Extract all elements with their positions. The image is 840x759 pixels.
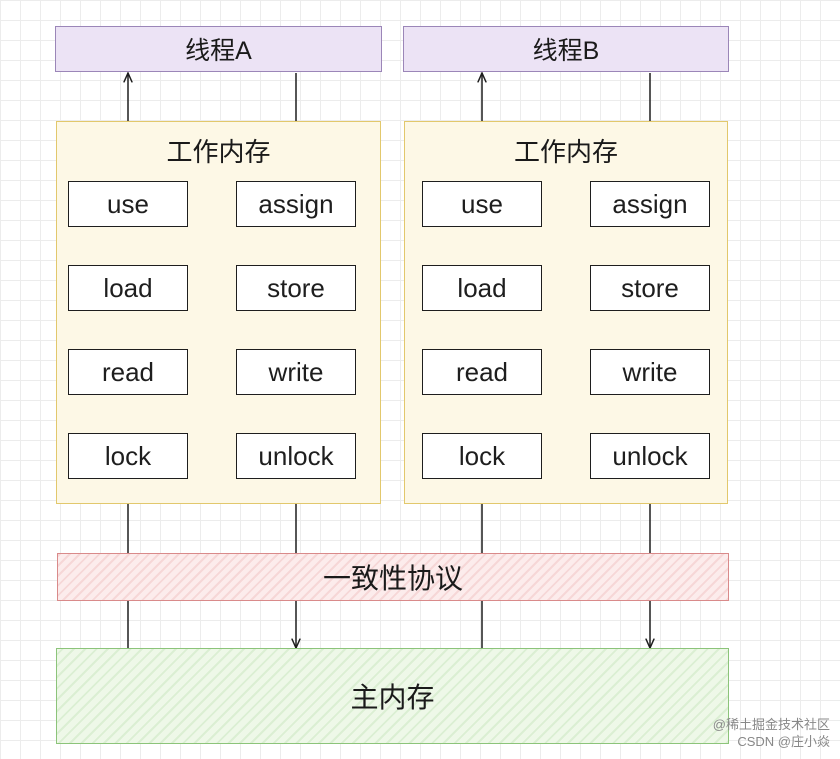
thread-b-read-box: read (422, 349, 542, 395)
thread-a-title: 线程A (185, 37, 252, 65)
thread-a-unlock-label: unlock (258, 440, 334, 471)
thread-a-assign-label: assign (258, 188, 334, 219)
thread-a-store-label: store (267, 272, 325, 303)
thread-b-write-label: write (622, 356, 678, 387)
thread-b-working-memory-title: 工作内存 (513, 137, 618, 167)
thread-b-unlock-label: unlock (612, 440, 688, 471)
consistency-protocol-label: 一致性协议 (322, 563, 463, 594)
thread-b-title: 线程B (532, 37, 600, 65)
watermark-line-2: CSDN @庄小焱 (737, 734, 830, 749)
thread-b-assign-box: assign (590, 181, 710, 227)
consistency-protocol-bar: 一致性协议 (57, 553, 729, 601)
thread-b-use-box: use (422, 181, 542, 227)
thread-b-store-box: store (590, 265, 710, 311)
thread-a-read-box: read (68, 349, 188, 395)
watermark-line-1: @稀土掘金技术社区 (712, 717, 830, 732)
thread-a-use-label: use (107, 188, 149, 219)
thread-b-box: 线程B (403, 26, 729, 72)
thread-b-load-label: load (457, 272, 507, 303)
thread-a-working-memory-title: 工作内存 (166, 137, 271, 167)
thread-a-box: 线程A (55, 26, 382, 72)
thread-a-store-box: store (236, 265, 356, 311)
thread-b-use-label: use (461, 188, 503, 219)
main-memory-label: 主内存 (350, 682, 435, 713)
thread-a-load-box: load (68, 265, 188, 311)
thread-a-lock-label: lock (104, 440, 152, 471)
thread-a-write-box: write (236, 349, 356, 395)
thread-a-lock-box: lock (68, 433, 188, 479)
thread-b-lock-box: lock (422, 433, 542, 479)
thread-b-write-box: write (590, 349, 710, 395)
thread-b-read-label: read (455, 356, 509, 387)
thread-a-read-label: read (101, 356, 155, 387)
thread-a-unlock-box: unlock (236, 433, 356, 479)
thread-b-unlock-box: unlock (590, 433, 710, 479)
thread-a-assign-box: assign (236, 181, 356, 227)
thread-b-assign-label: assign (612, 188, 688, 219)
thread-a-write-label: write (268, 356, 324, 387)
thread-a-load-label: load (103, 272, 153, 303)
thread-a-use-box: use (68, 181, 188, 227)
main-memory-box: 主内存 (56, 648, 729, 744)
thread-b-lock-label: lock (458, 440, 506, 471)
thread-b-store-label: store (621, 272, 679, 303)
thread-b-load-box: load (422, 265, 542, 311)
